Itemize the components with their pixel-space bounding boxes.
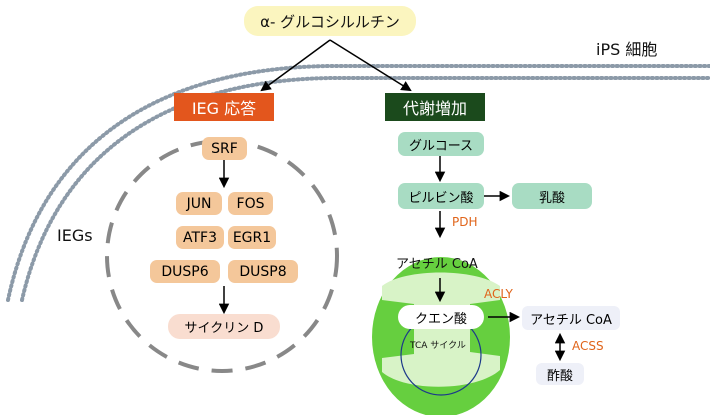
cell-membrane [6, 64, 710, 302]
acetate-box: 酢酸 [536, 363, 584, 385]
gene-box-jun: JUN [176, 192, 222, 215]
gene-box-fos: FOS [228, 192, 273, 215]
metabolism-header: 代謝増加 [385, 93, 485, 121]
acetyl-coa-mito-label: アセチル CoA [396, 257, 478, 272]
ieg-circle [105, 139, 339, 373]
gene-box-dusp8: DUSP8 [228, 260, 298, 283]
mitochondrion [372, 257, 510, 415]
pyruvate-box: ピルビン酸 [398, 183, 484, 209]
gene-box-srf: SRF [202, 137, 247, 160]
gene-box-dusp6: DUSP6 [150, 260, 220, 283]
gene-box-atf3: ATF3 [176, 226, 224, 249]
cell-label: iPS 細胞 [596, 40, 658, 59]
cyclin-d-box: サイクリン D [168, 314, 280, 339]
acss-label: ACSS [572, 339, 604, 353]
iegs-label: IEGs [57, 226, 93, 245]
citrate-box: クエン酸 [398, 305, 484, 329]
tca-cycle-label: TCA サイクル [410, 341, 466, 351]
acetyl-coa-cyto-box: アセチル CoA [522, 306, 620, 330]
lactate-box: 乳酸 [512, 183, 592, 209]
pdh-label: PDH [452, 215, 478, 229]
ieg-header: IEG 応答 [174, 93, 274, 121]
arrow-compound-to-ieg [260, 39, 331, 92]
glucose-box: グルコース [398, 132, 484, 156]
arrow-compound-to-metabolism [329, 39, 412, 92]
compound-box: α- グルコシルルチン [244, 6, 416, 36]
gene-box-egr1: EGR1 [228, 226, 276, 249]
acly-label: ACLY [484, 287, 513, 301]
